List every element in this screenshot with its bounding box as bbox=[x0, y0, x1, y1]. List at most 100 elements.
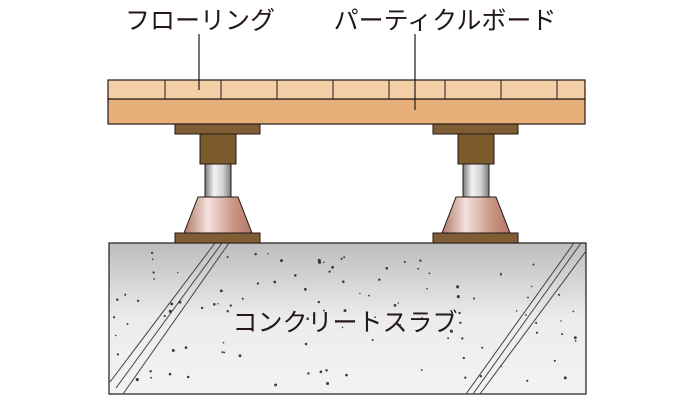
speckle bbox=[481, 346, 484, 349]
speckle bbox=[304, 287, 307, 291]
speckle bbox=[178, 300, 182, 304]
speckle bbox=[368, 294, 370, 297]
speckle bbox=[170, 302, 174, 306]
base-plate-right bbox=[432, 232, 519, 244]
speckle bbox=[393, 304, 397, 307]
speckle bbox=[186, 375, 190, 379]
speckle bbox=[473, 297, 476, 300]
speckle bbox=[136, 299, 140, 303]
speckle bbox=[212, 302, 216, 306]
speckle bbox=[200, 306, 204, 310]
speckle bbox=[304, 342, 308, 346]
speckle bbox=[116, 353, 120, 356]
speckle bbox=[419, 259, 422, 262]
speckle bbox=[343, 309, 347, 313]
speckle bbox=[126, 323, 129, 326]
speckle bbox=[458, 311, 461, 315]
speckle bbox=[114, 334, 117, 337]
top-plate-left bbox=[174, 123, 261, 135]
speckle bbox=[256, 282, 260, 285]
speckle bbox=[177, 272, 179, 274]
speckle bbox=[219, 289, 223, 293]
crack-lines-right bbox=[465, 242, 587, 395]
speckle bbox=[526, 379, 529, 382]
speckle bbox=[574, 340, 577, 342]
top-plate-right bbox=[432, 123, 519, 135]
speckle bbox=[359, 292, 361, 295]
speckle bbox=[331, 265, 335, 269]
speckle bbox=[563, 376, 567, 380]
speckle bbox=[553, 359, 556, 362]
speckle bbox=[168, 309, 172, 313]
support-bolt-right bbox=[462, 163, 490, 198]
speckle bbox=[153, 278, 155, 280]
support-block-left bbox=[199, 133, 237, 165]
speckle bbox=[184, 346, 188, 349]
speckle bbox=[217, 303, 219, 305]
speckle bbox=[229, 304, 232, 307]
speckle bbox=[532, 263, 535, 266]
speckle bbox=[150, 376, 153, 379]
speckle bbox=[447, 337, 450, 340]
speckle bbox=[573, 336, 577, 340]
speckle bbox=[340, 257, 343, 260]
speckle bbox=[420, 369, 423, 371]
speckle bbox=[378, 278, 381, 281]
speckle bbox=[399, 323, 402, 326]
speckle bbox=[273, 280, 277, 284]
speckle bbox=[535, 321, 538, 324]
speckle bbox=[428, 272, 431, 275]
speckle bbox=[343, 256, 346, 259]
rubber-foot-left bbox=[183, 196, 253, 234]
speckle bbox=[294, 274, 297, 277]
speckle bbox=[560, 320, 562, 322]
speckle bbox=[345, 373, 348, 377]
speckle bbox=[168, 372, 172, 376]
speckle bbox=[535, 331, 539, 334]
speckle bbox=[417, 267, 420, 270]
speckle bbox=[371, 338, 374, 342]
speckle bbox=[307, 372, 310, 375]
aggregate-speckles bbox=[112, 251, 577, 387]
speckle bbox=[171, 349, 175, 352]
speckle bbox=[306, 317, 310, 321]
speckle bbox=[479, 375, 483, 378]
particle-board-label: パーティクルボード bbox=[334, 6, 557, 35]
speckle bbox=[241, 297, 244, 300]
speckle bbox=[459, 321, 462, 324]
speckle bbox=[561, 333, 564, 336]
speckle bbox=[152, 271, 155, 274]
speckle bbox=[403, 260, 406, 263]
concrete-slab bbox=[108, 242, 587, 395]
speckle bbox=[462, 356, 465, 360]
support-bolt-left bbox=[204, 163, 232, 198]
speckle bbox=[464, 376, 467, 379]
flooring-seams bbox=[164, 80, 558, 99]
speckle bbox=[221, 351, 224, 354]
speckle bbox=[254, 252, 257, 256]
speckle bbox=[530, 285, 533, 288]
speckle bbox=[116, 298, 119, 301]
speckle bbox=[572, 310, 575, 313]
speckle bbox=[222, 341, 225, 344]
flooring bbox=[107, 79, 586, 100]
speckle bbox=[317, 300, 320, 304]
speckle bbox=[325, 369, 328, 372]
speckle bbox=[397, 302, 400, 304]
speckle bbox=[342, 280, 345, 283]
speckle bbox=[112, 316, 116, 319]
speckle bbox=[135, 378, 139, 382]
speckle bbox=[223, 351, 226, 354]
speckle bbox=[150, 251, 154, 255]
speckle bbox=[269, 325, 272, 329]
speckle bbox=[527, 296, 529, 299]
base-plate-left bbox=[174, 232, 261, 244]
speckle bbox=[317, 258, 321, 262]
speckle bbox=[163, 314, 166, 318]
speckle bbox=[456, 295, 460, 299]
speckle bbox=[274, 383, 278, 387]
speckle bbox=[421, 317, 423, 319]
speckle bbox=[319, 370, 323, 374]
